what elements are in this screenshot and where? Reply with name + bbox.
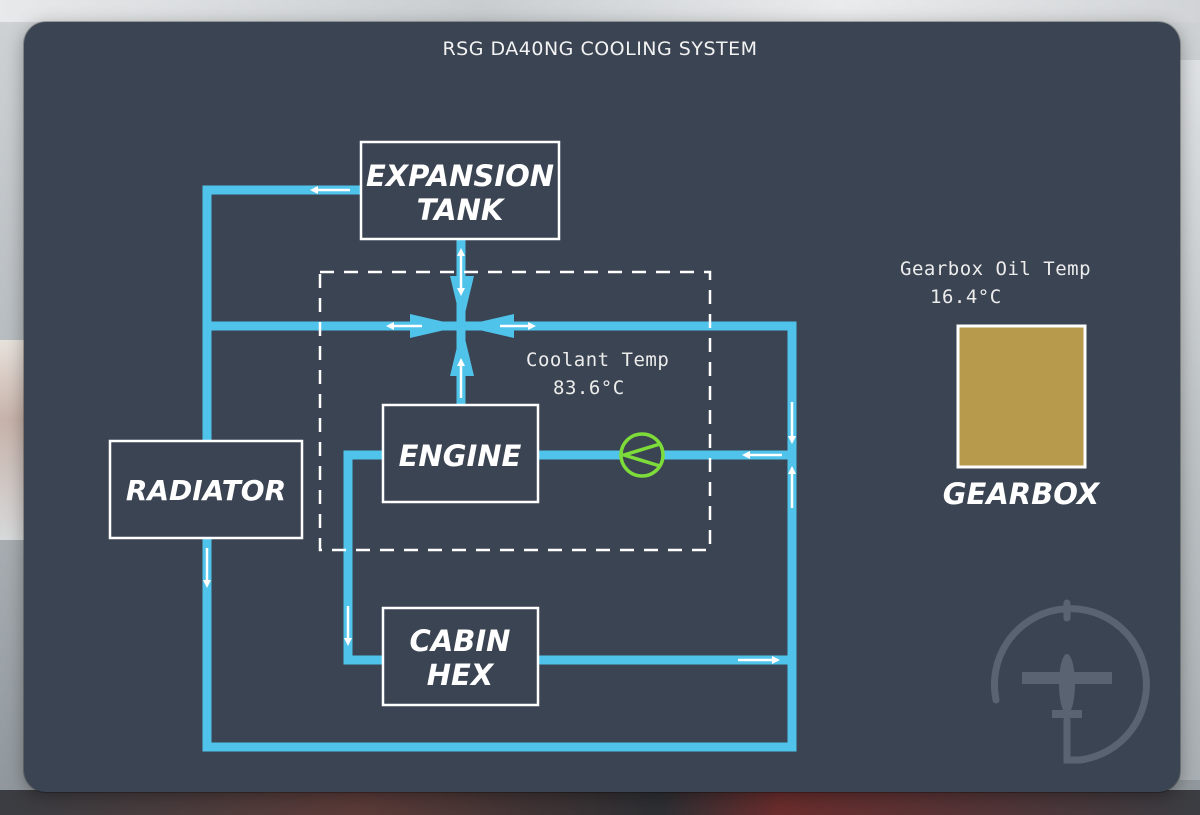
flow-arrow-icon: [742, 451, 782, 459]
flow-arrow-icon: [386, 322, 422, 330]
flow-arrow-icon: [457, 358, 465, 398]
flow-arrow-icon: [203, 548, 211, 588]
airplane-gauge-logo-icon: [990, 599, 1150, 764]
pump-icon: [618, 432, 665, 478]
background-left: [0, 340, 24, 540]
radiator-box: RADIATOR: [108, 439, 304, 540]
coolant-temp-label: Coolant Temp: [526, 349, 670, 371]
cabin-hex-label-1: CABIN: [410, 624, 511, 658]
flow-arrow-icon: [788, 466, 796, 508]
expansion-tank-box: EXPANSION TANK: [359, 140, 561, 241]
expansion-tank-label-1: EXPANSION: [366, 159, 554, 193]
flow-arrow-icon: [310, 186, 350, 194]
radiator-label: RADIATOR: [126, 474, 286, 507]
flow-arrow-icon: [457, 248, 465, 296]
pipe-engine-cabin: [343, 450, 387, 665]
gearbox-indicator: [956, 324, 1087, 469]
cabin-hex-box: CABIN HEX: [381, 606, 540, 707]
junction-node: [410, 276, 514, 376]
pipe-tank-to-radiator: [202, 185, 365, 445]
background-right: [1180, 60, 1200, 780]
background-top: [0, 0, 1200, 22]
engine-box: ENGINE: [381, 403, 540, 504]
gearbox-oil-temp-value: 16.4°C: [930, 286, 1002, 308]
flow-arrow-icon: [738, 656, 780, 664]
flow-arrow-icon: [500, 322, 536, 330]
flow-arrow-icon: [344, 606, 352, 646]
gearbox-oil-temp-label: Gearbox Oil Temp: [900, 258, 1092, 280]
engine-label: ENGINE: [399, 439, 522, 473]
expansion-tank-label-2: TANK: [417, 193, 506, 227]
coolant-temp-value: 83.6°C: [553, 377, 625, 399]
flow-arrow-icon: [788, 402, 796, 444]
pipe-bottom-loop: [202, 321, 797, 752]
page-title: RSG DA40NG COOLING SYSTEM: [442, 38, 758, 60]
background-bottom: [0, 790, 1200, 815]
flow-arrows: [203, 186, 796, 664]
cabin-hex-label-2: HEX: [427, 658, 495, 692]
engine-compartment-boundary: [318, 270, 712, 552]
gearbox-label: GEARBOX: [943, 477, 1101, 511]
